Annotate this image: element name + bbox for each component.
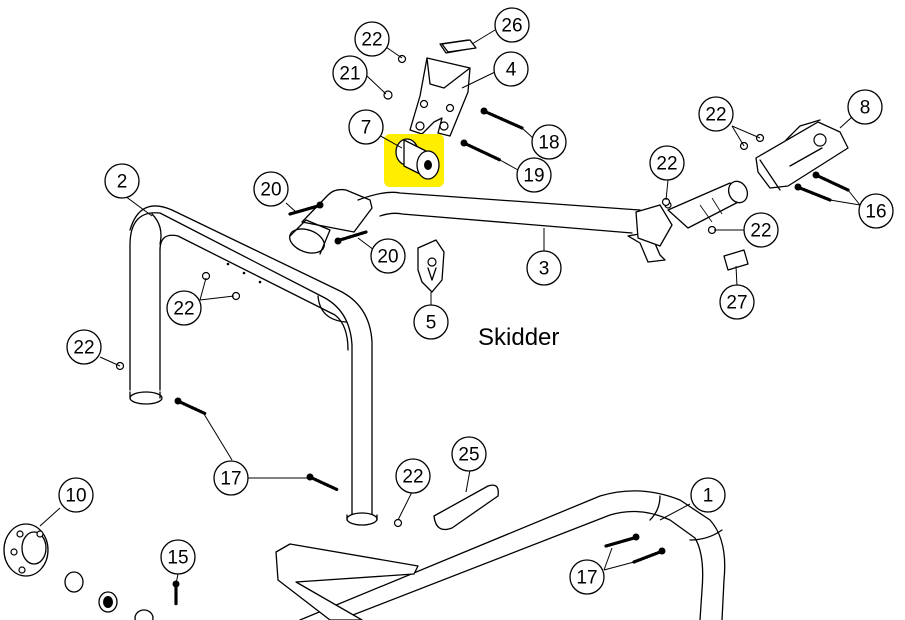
assembly-title: Skidder bbox=[478, 324, 560, 351]
lower-bracket bbox=[275, 543, 419, 620]
callout-16: 16 bbox=[858, 193, 894, 229]
callout-5: 5 bbox=[413, 304, 449, 340]
callout-label: 1 bbox=[703, 486, 714, 507]
callout-20-top: 20 bbox=[253, 171, 289, 207]
callout-label: 7 bbox=[361, 118, 372, 139]
callout-label: 10 bbox=[65, 486, 86, 507]
callout-label: 19 bbox=[523, 166, 544, 187]
callout-label: 22 bbox=[173, 299, 194, 320]
leader-lines bbox=[39, 29, 861, 585]
callout-label: 20 bbox=[260, 180, 281, 201]
callout-22-beam: 22 bbox=[649, 145, 685, 181]
callout-label: 18 bbox=[538, 133, 559, 154]
callout-4: 4 bbox=[493, 51, 529, 87]
callout-8: 8 bbox=[847, 89, 883, 125]
callout-25: 25 bbox=[451, 436, 487, 472]
callout-label: 25 bbox=[458, 445, 479, 466]
part-5-plate bbox=[417, 239, 445, 293]
callout-label: 22 bbox=[705, 105, 726, 126]
part-7-roller bbox=[384, 134, 444, 187]
callout-19: 19 bbox=[516, 157, 552, 193]
callout-17-right: 17 bbox=[569, 559, 605, 595]
part-4-bracket bbox=[409, 39, 475, 137]
callout-label: 22 bbox=[73, 338, 94, 359]
callout-17-left: 17 bbox=[213, 460, 249, 496]
callout-label: 26 bbox=[501, 16, 522, 37]
callout-22-right-top: 22 bbox=[698, 96, 734, 132]
callout-27: 27 bbox=[719, 284, 755, 320]
callout-label: 17 bbox=[576, 568, 597, 589]
callout-label: 22 bbox=[656, 154, 677, 175]
part-1-frame bbox=[299, 490, 726, 620]
callout-26: 26 bbox=[494, 7, 530, 43]
callout-10: 10 bbox=[58, 477, 94, 513]
callout-label: 5 bbox=[426, 313, 437, 334]
callout-label: 22 bbox=[402, 467, 423, 488]
callout-3: 3 bbox=[526, 250, 562, 286]
callout-18: 18 bbox=[531, 124, 567, 160]
callout-label: 22 bbox=[750, 221, 771, 242]
callout-22-top: 22 bbox=[354, 21, 390, 57]
bolts bbox=[172, 107, 850, 606]
callout-label: 16 bbox=[865, 202, 886, 223]
part-10-hub bbox=[3, 523, 154, 620]
callout-label: 4 bbox=[506, 60, 517, 81]
part-2-frame bbox=[129, 205, 378, 526]
callout-22-left: 22 bbox=[66, 329, 102, 365]
callout-label: 8 bbox=[860, 98, 871, 119]
callout-21: 21 bbox=[332, 55, 368, 91]
callout-label: 17 bbox=[220, 469, 241, 490]
callout-22-bottom: 22 bbox=[395, 458, 431, 494]
part-26-decal bbox=[441, 39, 477, 53]
part-8-coupler bbox=[755, 119, 849, 191]
callout-label: 2 bbox=[117, 172, 128, 193]
callout-label: 15 bbox=[167, 548, 188, 569]
callout-label: 3 bbox=[539, 259, 550, 280]
part-3-beam bbox=[289, 180, 749, 263]
callout-22-right-mid: 22 bbox=[743, 212, 779, 248]
callout-22-frame: 22 bbox=[166, 290, 202, 326]
callout-1: 1 bbox=[690, 477, 726, 513]
callout-label: 21 bbox=[339, 64, 360, 85]
callout-7: 7 bbox=[348, 109, 384, 145]
callout-label: 22 bbox=[361, 30, 382, 51]
callout-15: 15 bbox=[160, 539, 196, 575]
callout-2: 2 bbox=[104, 163, 140, 199]
callout-label: 20 bbox=[377, 247, 398, 268]
part-27-decal bbox=[723, 249, 749, 271]
part-25-pad bbox=[433, 484, 499, 531]
callout-20-bottom: 20 bbox=[370, 238, 406, 274]
callout-label: 27 bbox=[726, 293, 747, 314]
